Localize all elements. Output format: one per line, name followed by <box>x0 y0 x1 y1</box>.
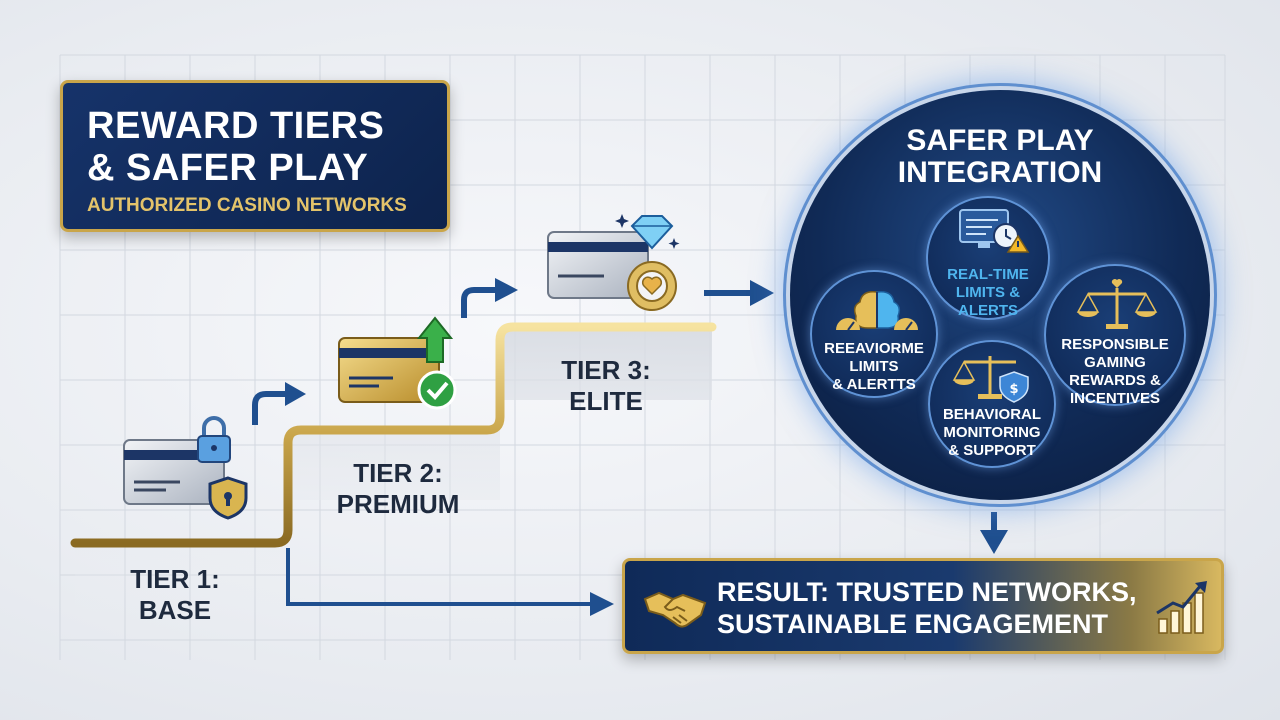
step-arrow-1-head <box>285 382 306 406</box>
integration-item-responsible-gaming: RESPONSIBLE GAMING REWARDS & INCENTIVES <box>1044 264 1186 407</box>
arrow-to-result-head <box>980 530 1008 554</box>
safer-play-integration-circle: SAFER PLAY INTEGRATION REAL-TIME LIMITS … <box>790 90 1210 500</box>
item-responsible-line-3: REWARDS & <box>1069 372 1161 389</box>
item-responsible-line-2: GAMING <box>1084 354 1146 371</box>
title-line-2: & SAFER PLAY <box>87 147 369 189</box>
svg-text:$: $ <box>1009 382 1018 397</box>
item-realtime-line-2: LIMITS & <box>955 284 1021 301</box>
tier-1-title: TIER 1: <box>130 564 220 594</box>
item-monitoring-line-3: & SUPPORT <box>948 442 1036 459</box>
tier-2-label: TIER 2: PREMIUM <box>318 458 478 520</box>
gold-staircase <box>70 322 717 548</box>
scale-heart-icon <box>1076 279 1158 329</box>
card-diamond-heart-icon <box>547 214 680 311</box>
tier-3-label: TIER 3: ELITE <box>526 355 686 417</box>
integration-item-behavior-limits: REEAVIORME LIMITS & ALERTTS <box>810 270 938 398</box>
title-card: REWARD TIERS & SAFER PLAY AUTHORIZED CAS… <box>60 80 450 232</box>
integration-title-line-1: SAFER PLAY <box>906 124 1094 157</box>
integration-title-line-2: INTEGRATION <box>897 156 1103 189</box>
tier-3-title: TIER 3: <box>561 355 651 385</box>
result-banner: RESULT: TRUSTED NETWORKS, SUSTAINABLE EN… <box>622 558 1224 654</box>
gold-card-upgrade-check-icon <box>338 316 457 410</box>
item-behavior-line-1: REEAVIORME <box>824 340 924 357</box>
tier-1-name: BASE <box>138 595 212 625</box>
step-arrow-2-head <box>495 278 518 302</box>
scale-shield-icon: $ <box>952 356 1029 403</box>
tier-2-name: PREMIUM <box>336 489 460 519</box>
connector-arrowhead-result <box>590 592 614 616</box>
result-line-2: SUSTAINABLE ENGAGEMENT <box>717 609 1109 639</box>
item-monitoring-line-2: MONITORING <box>943 424 1041 441</box>
credit-card-lock-shield-icon <box>123 416 248 520</box>
arrow-to-integration-head <box>750 280 774 306</box>
tier-1-label: TIER 1: BASE <box>95 564 255 626</box>
step-arrow-1 <box>252 391 286 425</box>
item-behavior-line-2: LIMITS <box>849 358 899 375</box>
item-responsible-line-1: RESPONSIBLE <box>1061 336 1169 353</box>
monitor-clock-warning-icon <box>959 209 1030 253</box>
tier-2-title: TIER 2: <box>353 458 443 488</box>
tier-3-name: ELITE <box>569 386 643 416</box>
integration-item-realtime: REAL-TIME LIMITS & ALERTS <box>926 196 1050 320</box>
brain-gauge-icon <box>836 290 918 331</box>
growth-chart-icon <box>1156 581 1207 634</box>
title-subtitle: AUTHORIZED CASINO NETWORKS <box>87 195 407 216</box>
item-realtime-line-1: REAL-TIME <box>947 266 1029 283</box>
connector-line-result <box>286 548 590 606</box>
item-responsible-line-4: INCENTIVES <box>1069 390 1160 407</box>
result-line-1: RESULT: TRUSTED NETWORKS, <box>717 577 1137 607</box>
step-arrow-2 <box>461 287 496 318</box>
handshake-icon <box>643 591 707 628</box>
item-behavior-line-3: & ALERTTS <box>832 376 916 393</box>
item-monitoring-line-1: BEHAVIORAL <box>942 406 1042 423</box>
integration-item-behavioral-monitoring: $ BEHAVIORAL MONITORING & SUPPORT <box>928 340 1056 468</box>
item-realtime-line-3: ALERTS <box>958 302 1018 319</box>
title-line-1: REWARD TIERS <box>87 105 385 147</box>
